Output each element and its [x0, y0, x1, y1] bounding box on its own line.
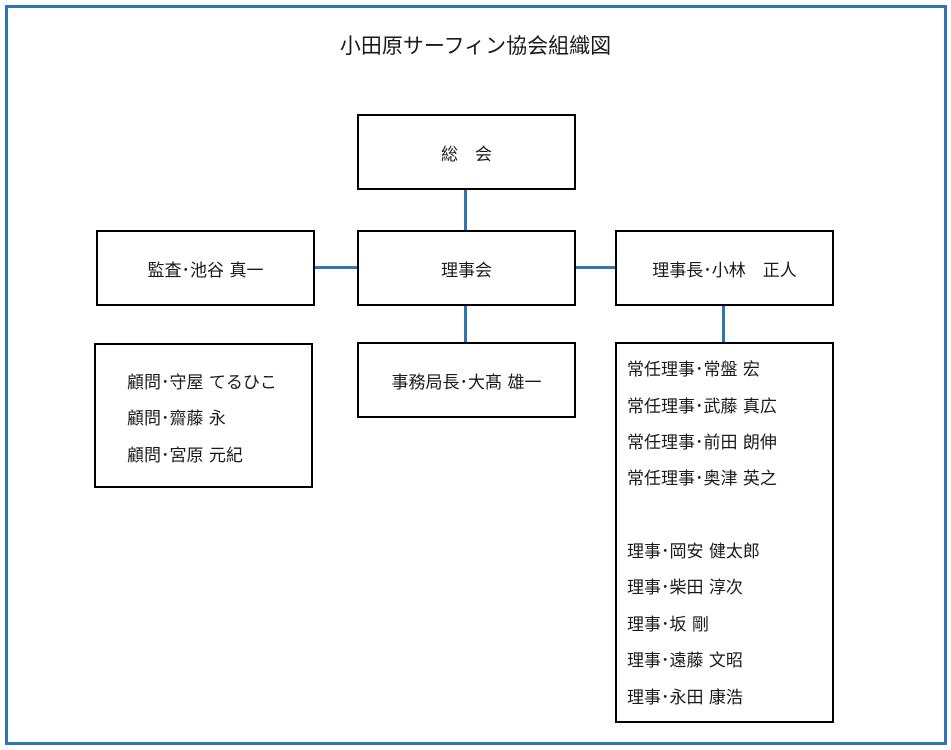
node-chairman: 理事長･小林 正人	[615, 230, 834, 306]
executive-director-item: 常任理事･前田 朗伸	[627, 433, 777, 453]
diagram-title: 小田原サーフィン協会組織図	[339, 34, 612, 58]
director-item: 理事･坂 剛	[627, 615, 709, 635]
node-secretary: 事務局長･大髙 雄一	[357, 342, 576, 418]
executive-director-item: 常任理事･常盤 宏	[627, 360, 760, 380]
node-chairman-label: 理事長･小林 正人	[652, 260, 797, 281]
node-board: 理事会	[357, 230, 576, 306]
connector-meeting-board	[464, 189, 467, 231]
director-item: 理事･永田 康浩	[627, 688, 743, 708]
executive-director-item: 常任理事･奥津 英之	[627, 469, 777, 489]
node-secretary-label: 事務局長･大髙 雄一	[391, 372, 542, 393]
connector-chairman-directors	[722, 305, 725, 343]
node-general-meeting-label: 総 会	[441, 144, 492, 165]
advisor-item: 顧問･齋藤 永	[127, 409, 226, 429]
node-advisors: 顧問･守屋 てるひこ 顧問･齋藤 永 顧問･宮原 元紀	[94, 343, 313, 488]
executive-director-item: 常任理事･武藤 真広	[627, 397, 777, 417]
connector-board-chairman	[575, 266, 616, 269]
node-directors: 常任理事･常盤 宏 常任理事･武藤 真広 常任理事･前田 朗伸 常任理事･奥津 …	[615, 342, 834, 723]
advisor-item: 顧問･宮原 元紀	[127, 446, 243, 466]
director-item: 理事･岡安 健太郎	[627, 542, 760, 562]
node-board-label: 理事会	[441, 260, 492, 281]
node-general-meeting: 総 会	[357, 114, 576, 190]
node-auditor-label: 監査･池谷 真一	[147, 260, 264, 281]
node-auditor: 監査･池谷 真一	[96, 230, 315, 306]
connector-board-secretary	[464, 305, 467, 343]
diagram-frame	[5, 5, 947, 745]
connector-auditor-board	[313, 266, 358, 269]
advisor-item: 顧問･守屋 てるひこ	[127, 373, 277, 393]
director-item: 理事･遠藤 文昭	[627, 651, 743, 671]
director-item: 理事･柴田 淳次	[627, 578, 743, 598]
